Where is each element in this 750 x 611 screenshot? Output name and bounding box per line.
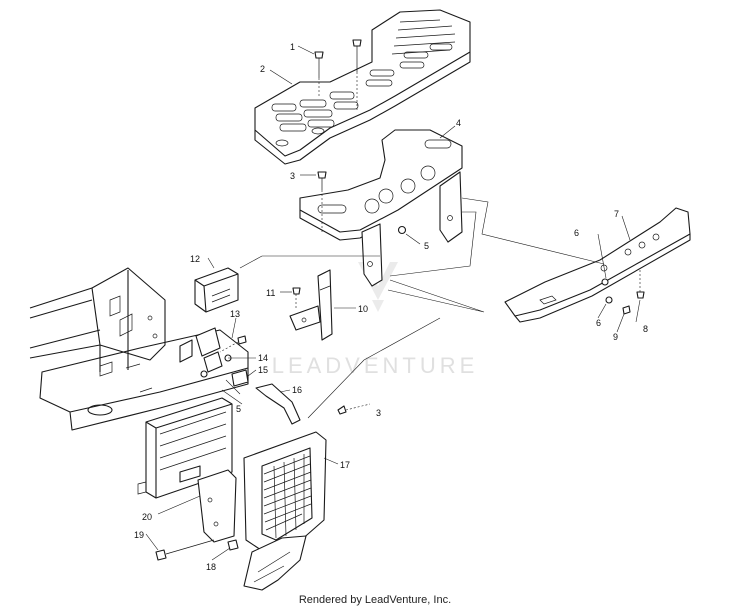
callout-20: 20 (142, 512, 152, 522)
callout-6-lower: 6 (596, 318, 601, 328)
callout-2: 2 (260, 64, 265, 74)
bolt-13 (219, 335, 247, 353)
callout-12: 12 (190, 254, 200, 264)
bolt-19 (155, 539, 215, 561)
callout-leaders (145, 45, 641, 561)
bolt-1-right (352, 39, 362, 112)
callout-6-upper: 6 (574, 228, 579, 238)
callout-17: 17 (340, 460, 350, 470)
callout-4: 4 (456, 118, 461, 128)
watermark-text: LEADVENTURE (272, 353, 479, 378)
callout-14: 14 (258, 353, 268, 363)
callout-7: 7 (614, 209, 619, 219)
callout-8: 8 (643, 324, 648, 334)
grille-shroud-17 (243, 431, 327, 591)
radiator (137, 397, 233, 499)
callout-16: 16 (292, 385, 302, 395)
callout-1: 1 (290, 42, 295, 52)
light-housing-12 (194, 267, 239, 313)
bolt-11 (292, 287, 301, 310)
nut-5-lower (200, 370, 208, 378)
callout-5-lower: 5 (236, 404, 241, 414)
washer-6 (601, 278, 613, 304)
footer-credit: Rendered by LeadVenture, Inc. (298, 594, 452, 606)
bolt-8 (636, 270, 645, 299)
callout-18: 18 (206, 562, 216, 572)
callout-numbers: 1 2 3 4 5 6 7 8 9 6 10 11 12 13 14 15 16… (134, 42, 648, 572)
callout-15: 15 (258, 365, 268, 375)
vehicle-frame (29, 267, 249, 431)
assembly-leader-lines (225, 197, 605, 419)
screw-3-upper (317, 171, 327, 232)
front-bumper (504, 207, 691, 323)
bolt-1-left (314, 51, 324, 96)
callout-19: 19 (134, 530, 144, 540)
nut-9 (622, 305, 631, 315)
clamp-14 (203, 351, 232, 373)
nut-18 (227, 539, 239, 551)
callout-5-upper: 5 (424, 241, 429, 251)
upper-rack-plate (254, 9, 471, 165)
callout-3-upper: 3 (290, 171, 295, 181)
callout-3-lower: 3 (376, 408, 381, 418)
nut-5-upper (397, 225, 407, 235)
callout-10: 10 (358, 304, 368, 314)
hose-16 (255, 383, 301, 425)
connector-15 (231, 369, 249, 387)
callout-11: 11 (266, 288, 275, 298)
callout-9: 9 (613, 332, 618, 342)
radiator-bracket-20 (197, 469, 237, 543)
rack-mount-bracket (299, 129, 463, 287)
screw-3-lower (337, 403, 371, 415)
mount-bracket-10 (289, 269, 333, 341)
callout-13: 13 (230, 309, 240, 319)
